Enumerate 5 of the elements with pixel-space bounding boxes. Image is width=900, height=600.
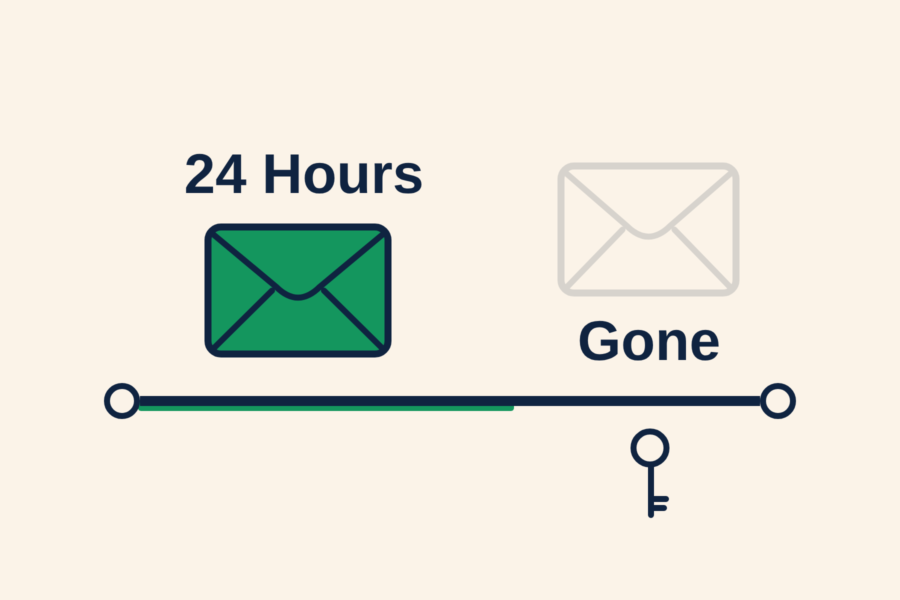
- duration-label: 24 Hours: [183, 142, 425, 206]
- status-label: Gone: [576, 309, 722, 373]
- timeline-endpoint: [760, 383, 796, 419]
- timeline-endpoint: [104, 383, 140, 419]
- timeline-line: [140, 396, 760, 406]
